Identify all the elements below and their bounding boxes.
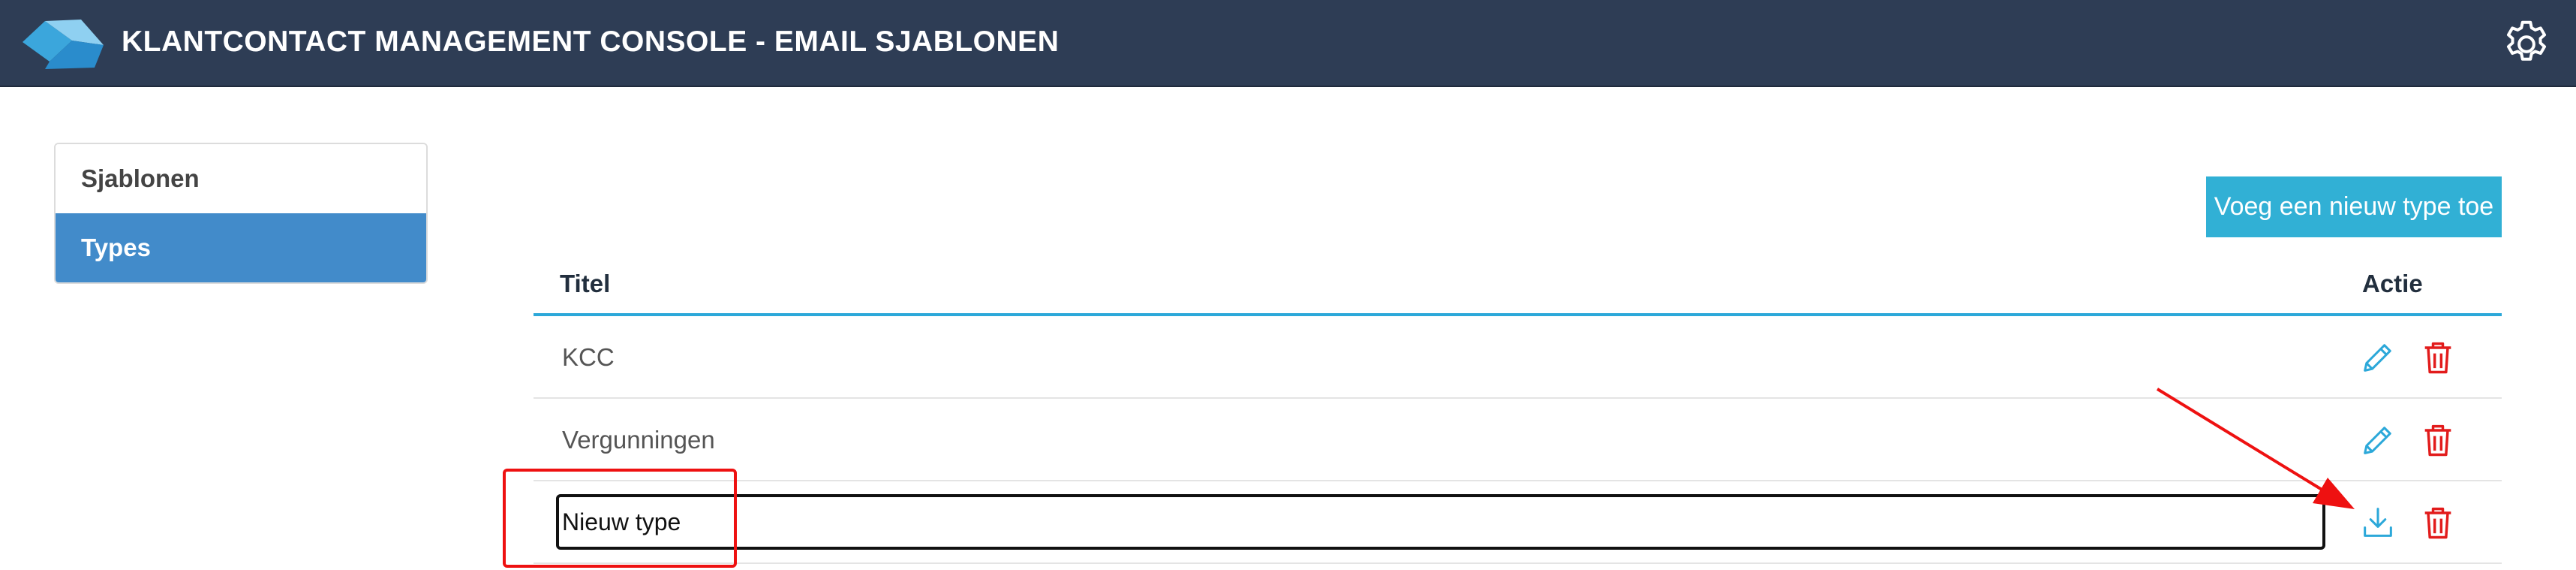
row-title: KCC [562, 343, 615, 371]
trash-icon[interactable] [2418, 420, 2457, 460]
pencil-icon[interactable] [2358, 337, 2397, 378]
column-header-action: Actie [2362, 270, 2423, 297]
logo-icon [23, 20, 104, 69]
row-title: Vergunningen [562, 426, 715, 454]
table-row: KCC [534, 316, 2502, 399]
type-title-input[interactable] [556, 494, 2325, 550]
top-bar: KLANTCONTACT MANAGEMENT CONSOLE - EMAIL … [0, 0, 2576, 87]
sidebar-item-sjablonen[interactable]: Sjablonen [56, 144, 426, 213]
table-row: Vergunningen [534, 399, 2502, 481]
add-type-button[interactable]: Voeg een nieuw type toe [2206, 176, 2502, 237]
column-header-title: Titel [560, 270, 611, 297]
table-header: Titel Actie [534, 252, 2502, 316]
pencil-icon[interactable] [2358, 420, 2397, 460]
sidebar-item-types[interactable]: Types [56, 213, 426, 282]
trash-icon[interactable] [2418, 337, 2457, 378]
gear-icon[interactable] [2499, 17, 2554, 72]
sidebar: Sjablonen Types [54, 143, 428, 284]
trash-icon[interactable] [2418, 502, 2457, 543]
types-table: Titel Actie KCC Vergunningen [534, 252, 2502, 564]
table-row-editing [534, 481, 2502, 564]
download-icon[interactable] [2358, 502, 2397, 543]
app-title: KLANTCONTACT MANAGEMENT CONSOLE - EMAIL … [122, 26, 1060, 58]
